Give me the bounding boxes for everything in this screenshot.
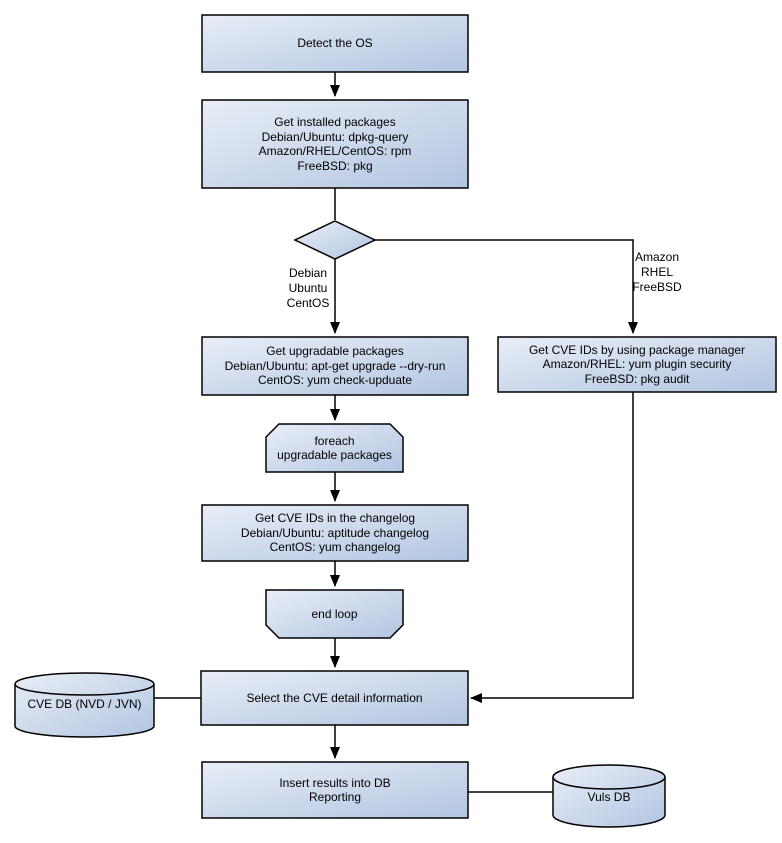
connector-package-manager-to-select [470, 392, 634, 703]
vuls-db-cylinder-top-arc [552, 776, 666, 790]
vuls-db-cylinder [552, 764, 666, 828]
select-cve-box [200, 670, 469, 726]
nodes [14, 14, 777, 828]
insert-results-box [201, 761, 469, 819]
connectors [154, 72, 638, 793]
cve-db-cylinder [14, 672, 155, 738]
foreach-loop-shape [265, 423, 404, 473]
end-loop-shape [265, 589, 404, 639]
get-upgradable-box [201, 336, 469, 396]
os-decision-diamond [293, 220, 377, 260]
get-cve-changelog-box [201, 504, 469, 562]
connector-decision-to-package-manager [375, 239, 638, 334]
get-cve-package-manager-box [497, 336, 777, 393]
cve-db-cylinder-top-arc [14, 683, 155, 696]
get-installed-box [201, 99, 469, 189]
detect-os-box [201, 14, 469, 73]
